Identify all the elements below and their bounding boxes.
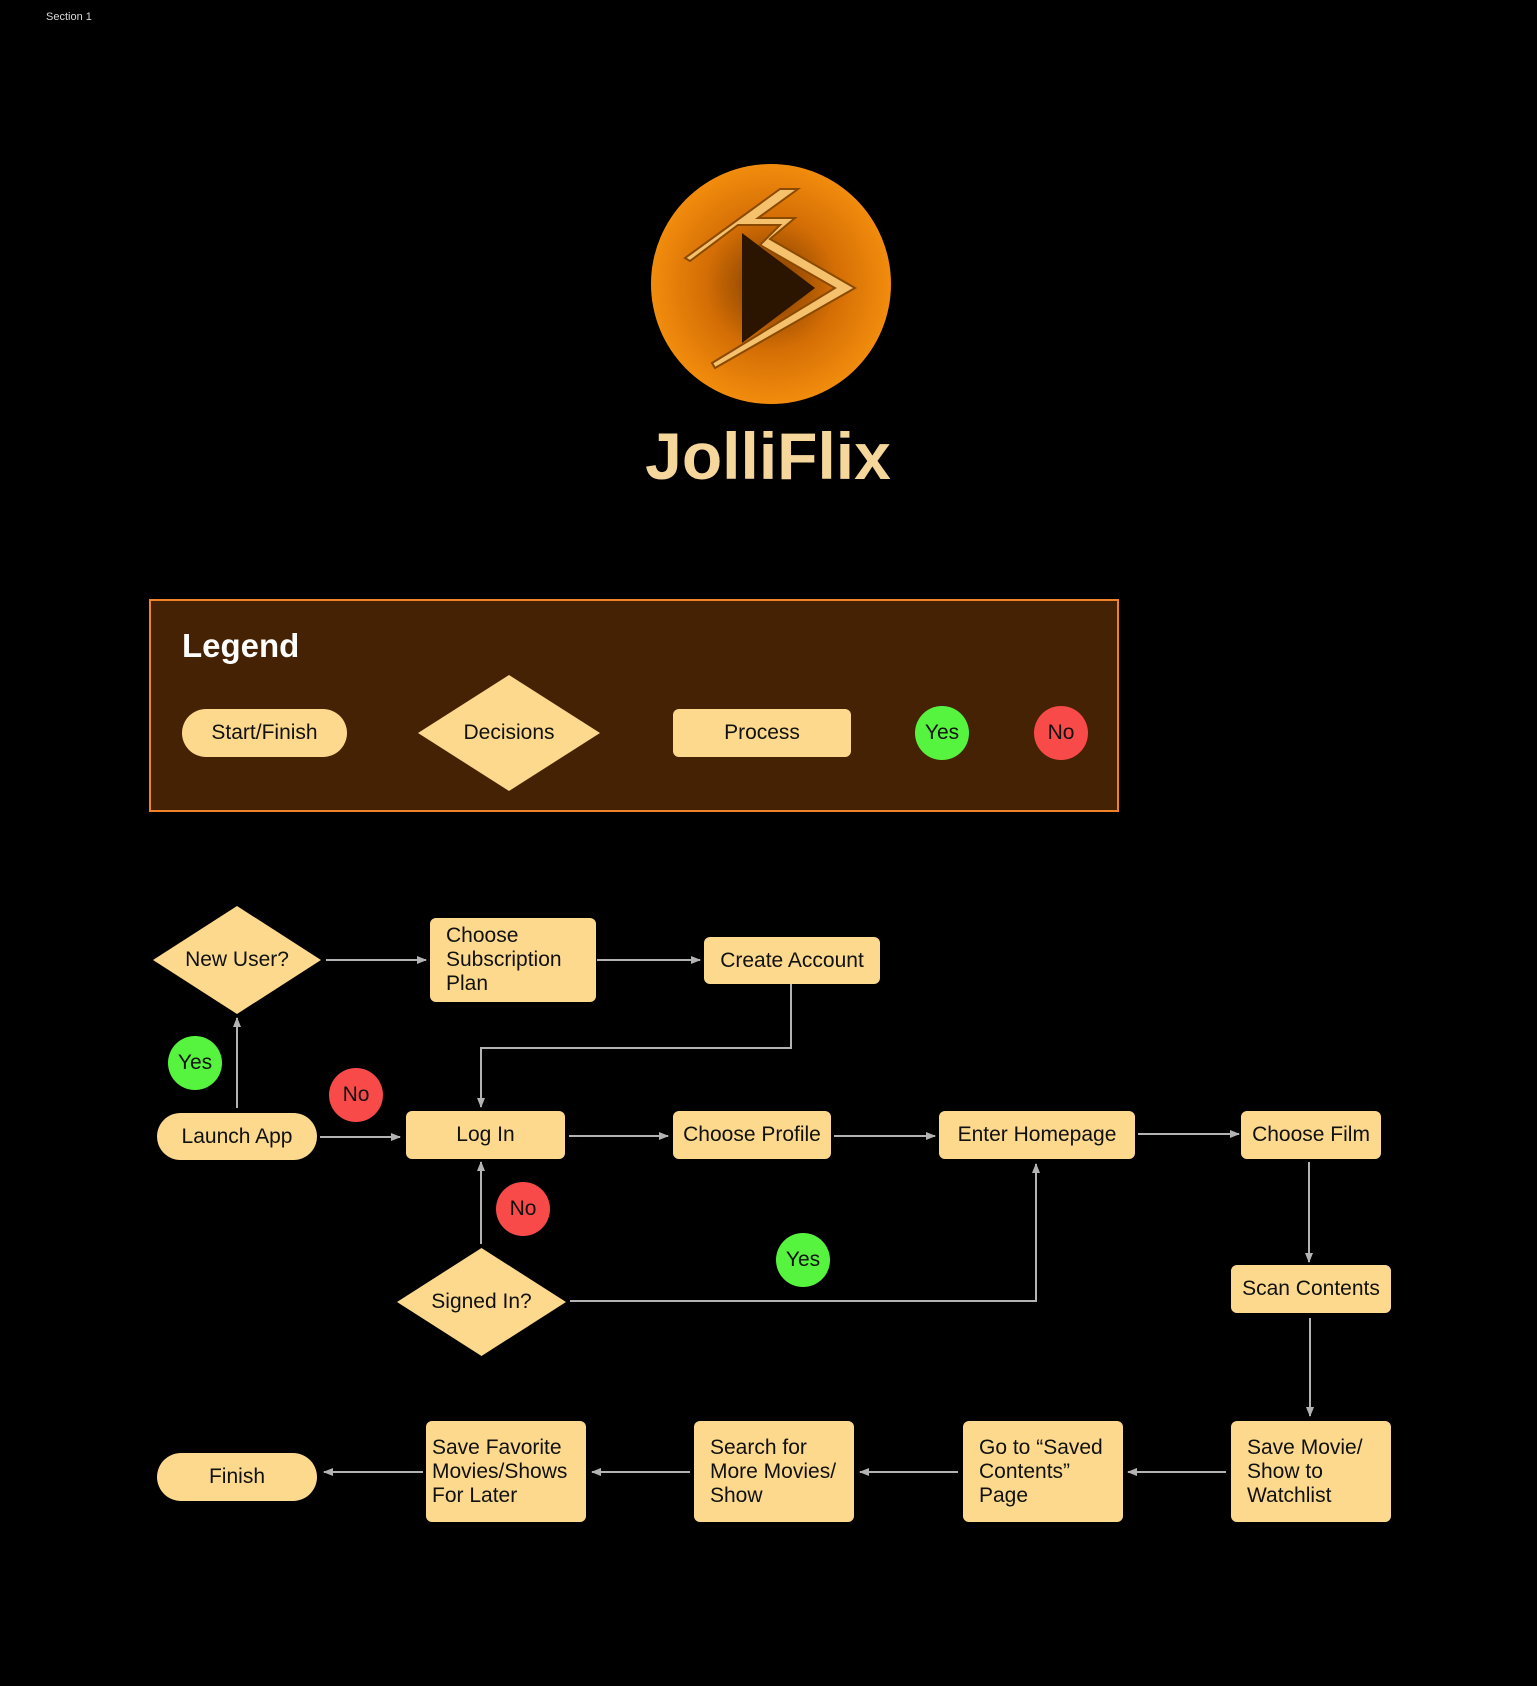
no-badge-launch: No (329, 1068, 383, 1122)
create-account-process: Create Account (704, 937, 880, 984)
legend-yes-badge: Yes (915, 706, 969, 760)
yes-badge-signed-in: Yes (776, 1233, 830, 1287)
connector-signed-in-to-homepage (570, 1163, 1040, 1302)
jolliflix-logo-icon (651, 164, 891, 404)
legend-panel: Legend (149, 599, 1119, 812)
signed-in-decision: Signed In? (397, 1248, 566, 1356)
legend-decisions-label: Decisions (463, 721, 555, 744)
yes-badge-new-user: Yes (168, 1036, 222, 1090)
search-more-process: Search for More Movies/ Show (694, 1421, 854, 1522)
finish-end: Finish (157, 1453, 317, 1501)
save-to-watchlist-process: Save Movie/ Show to Watchlist (1231, 1421, 1391, 1522)
choose-film-process: Choose Film (1241, 1111, 1381, 1159)
legend-title: Legend (182, 627, 300, 664)
enter-homepage-process: Enter Homepage (939, 1111, 1135, 1159)
connector-create-account-to-login (477, 984, 792, 1108)
legend-decisions: Decisions (418, 675, 600, 791)
new-user-decision: New User? (153, 906, 321, 1014)
launch-app-start: Launch App (157, 1113, 317, 1160)
app-title: JolliFlix (645, 419, 891, 493)
no-badge-signed-in: No (496, 1182, 550, 1236)
go-to-saved-contents-process: Go to “Saved Contents” Page (963, 1421, 1123, 1522)
section-label: Section 1 (46, 11, 92, 23)
log-in-process: Log In (406, 1111, 565, 1159)
legend-start-finish: Start/Finish (182, 709, 347, 757)
signed-in-label: Signed In? (431, 1290, 532, 1313)
choose-profile-process: Choose Profile (673, 1111, 831, 1159)
save-favorite-process: Save Favorite Movies/Shows For Later (426, 1421, 586, 1522)
legend-no-badge: No (1034, 706, 1088, 760)
choose-subscription-process: Choose Subscription Plan (430, 918, 596, 1002)
scan-contents-process: Scan Contents (1231, 1265, 1391, 1313)
legend-process: Process (673, 709, 851, 757)
new-user-label: New User? (185, 948, 289, 971)
